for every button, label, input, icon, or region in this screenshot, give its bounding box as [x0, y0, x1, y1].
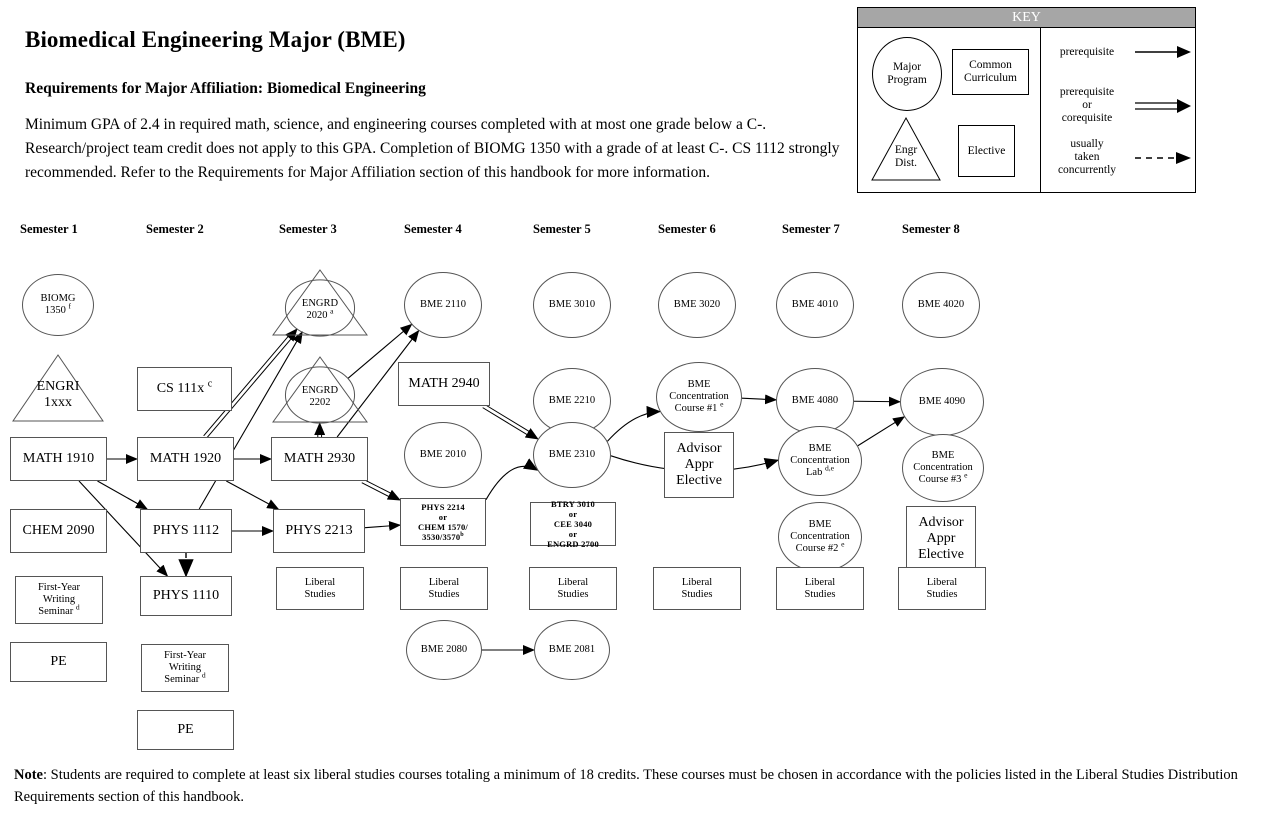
node-phys1110: PHYS 1110	[140, 576, 232, 616]
arrow-dashed-icon	[1133, 148, 1193, 168]
edge-math1920-to-phys2213	[226, 480, 280, 510]
column-header-7: Semester 7	[782, 222, 840, 236]
node-pe1: PE	[10, 642, 107, 682]
node-pe2: PE	[137, 710, 234, 750]
page-title: Biomedical Engineering Major (BME)	[25, 27, 406, 52]
edge-math2940-to-bme2310	[482, 403, 539, 440]
node-math1920: MATH 1920	[137, 437, 234, 481]
edge-phys2214-to-bme2310	[485, 458, 539, 500]
node-math2940: MATH 2940	[398, 362, 490, 406]
arrow-single-icon	[1133, 42, 1193, 62]
footer-note: Note: Students are required to complete …	[14, 764, 1269, 808]
node-chem2090: CHEM 2090	[10, 509, 107, 553]
node-phys1112: PHYS 1112	[140, 509, 232, 553]
edge-bmeconclab-to-bme4090	[857, 416, 906, 447]
node-bme4010: BME 4010	[776, 272, 854, 338]
arrow-double-icon	[1133, 96, 1193, 116]
edge-bme2310-to-bmeconc1	[607, 405, 661, 442]
edge-phys2213-to-phys2214	[364, 520, 402, 531]
key-divider	[1040, 28, 1041, 193]
column-header-5: Semester 5	[533, 222, 591, 236]
node-bme4090: BME 4090	[900, 368, 984, 436]
footer-note-text: : Students are required to complete at l…	[14, 767, 1238, 805]
column-header-8: Semester 8	[902, 222, 960, 236]
column-header-4: Semester 4	[404, 222, 462, 236]
node-bme4020: BME 4020	[902, 272, 980, 338]
footer-note-label: Note	[14, 767, 43, 783]
page-subtitle: Requirements for Major Affiliation: Biom…	[25, 80, 426, 97]
key-shape-elective: Elective	[958, 125, 1015, 177]
column-header-1: Semester 1	[20, 222, 78, 236]
node-bme2010: BME 2010	[404, 422, 482, 488]
column-header-2: Semester 2	[146, 222, 204, 236]
node-bme4080: BME 4080	[776, 368, 854, 434]
key-title: KEY	[858, 8, 1195, 28]
column-header-6: Semester 6	[658, 222, 716, 236]
key-edge-prerequisite: prerequisite	[1041, 42, 1196, 62]
node-bme3010: BME 3010	[533, 272, 611, 338]
node-phys2213: PHYS 2213	[273, 509, 365, 553]
node-bme3020: BME 3020	[658, 272, 736, 338]
edge-bmeconc1-to-bme4080	[741, 394, 778, 405]
column-header-3: Semester 3	[279, 222, 337, 236]
node-bme2110: BME 2110	[404, 272, 482, 338]
node-bme2080: BME 2080	[406, 620, 482, 680]
node-math1910: MATH 1910	[10, 437, 107, 481]
edge-math1910-to-phys1112	[97, 480, 148, 510]
node-math2930: MATH 2930	[271, 437, 368, 481]
node-cs111x: CS 111x c	[137, 367, 232, 411]
node-bme2081: BME 2081	[534, 620, 610, 680]
edge-math2930-to-phys2214	[361, 478, 401, 501]
node-bme2310: BME 2310	[533, 422, 611, 488]
intro-paragraph: Minimum GPA of 2.4 in required math, sci…	[25, 116, 840, 181]
